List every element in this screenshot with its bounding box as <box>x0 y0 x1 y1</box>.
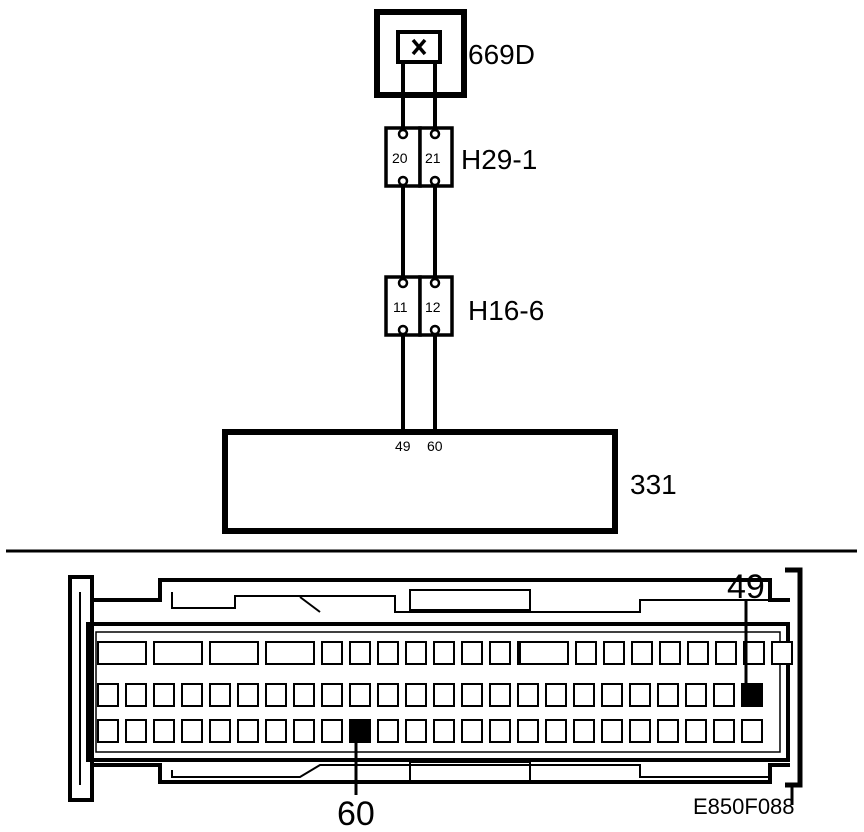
pin-cavity <box>97 719 119 743</box>
pin-cavity <box>741 719 763 743</box>
pin-cavity <box>209 683 231 707</box>
pin-cavity <box>237 683 259 707</box>
pin-cavity <box>461 641 483 665</box>
pin-cavity <box>685 719 707 743</box>
x-cross-icon <box>411 38 427 56</box>
component-669d-switch <box>396 30 442 64</box>
pin-cavity-49-highlight <box>741 683 763 707</box>
pin-h16-12: 12 <box>425 299 441 315</box>
pin-cavity <box>461 719 483 743</box>
pin-cavity <box>125 683 147 707</box>
pin-cavity <box>293 719 315 743</box>
pin-cavity-wide <box>519 641 569 665</box>
pin-cavity <box>377 641 399 665</box>
pin-cavity <box>489 719 511 743</box>
component-331-box <box>222 429 618 534</box>
pin-h29-20: 20 <box>392 150 408 166</box>
label-669d: 669D <box>468 39 535 70</box>
pin-cavity <box>629 683 651 707</box>
pin-cavity <box>771 641 793 665</box>
pin-cavity <box>405 719 427 743</box>
pin-cavity <box>573 683 595 707</box>
pin-h29-21: 21 <box>425 150 441 166</box>
wires-669d-h29 <box>401 62 437 131</box>
pin-cavity <box>153 719 175 743</box>
pin-cavity <box>377 719 399 743</box>
wires-h16-331 <box>401 334 437 433</box>
pin-cavity <box>349 683 371 707</box>
callout-pin-60: 60 <box>337 795 375 832</box>
callout-pin-49: 49 <box>727 568 765 606</box>
pin-cavity <box>601 719 623 743</box>
pin-cavity <box>629 719 651 743</box>
pin-cavity <box>181 719 203 743</box>
label-331: 331 <box>630 469 677 500</box>
connector-h16-6 <box>384 275 454 337</box>
pin-cavity <box>545 683 567 707</box>
connector-331-view <box>68 567 803 805</box>
pin-cavity <box>713 683 735 707</box>
pin-cavity <box>545 719 567 743</box>
pin-cavity <box>657 719 679 743</box>
pin-331-49: 49 <box>395 438 411 454</box>
pin-cavity <box>321 683 343 707</box>
pin-cavity <box>125 719 147 743</box>
callout-leaders <box>354 600 748 795</box>
pin-cavity <box>377 683 399 707</box>
pin-cavity <box>265 719 287 743</box>
pin-cavity <box>573 719 595 743</box>
pin-cavity <box>659 641 681 665</box>
pin-cavity <box>601 683 623 707</box>
pin-cavity-60-highlight <box>349 719 371 743</box>
pin-cavity <box>685 683 707 707</box>
pin-cavity <box>715 641 737 665</box>
wires-h29-h16 <box>401 185 437 281</box>
pin-cavity <box>181 683 203 707</box>
pin-cavity-wide <box>265 641 315 665</box>
pin-cavity <box>209 719 231 743</box>
pin-cavity <box>293 683 315 707</box>
pin-cavity <box>237 719 259 743</box>
component-669d-box <box>374 9 467 98</box>
figure-reference: E850F088 <box>693 794 795 819</box>
pin-cavity <box>433 683 455 707</box>
pin-cavity <box>321 641 343 665</box>
pin-cavity <box>489 683 511 707</box>
pin-cavity <box>657 683 679 707</box>
pin-cavity <box>321 719 343 743</box>
pin-331-60: 60 <box>427 438 443 454</box>
pin-cavity <box>97 683 119 707</box>
pin-cavity <box>461 683 483 707</box>
pin-cavity <box>265 683 287 707</box>
pin-cavity <box>713 719 735 743</box>
pin-cavity-wide <box>97 641 147 665</box>
pin-cavity <box>405 641 427 665</box>
label-h16-6: H16-6 <box>468 295 544 326</box>
pin-cavity <box>153 683 175 707</box>
pin-cavity <box>575 641 597 665</box>
pin-cavity-wide <box>153 641 203 665</box>
pin-h16-11: 11 <box>393 299 408 315</box>
pin-cavity <box>517 683 539 707</box>
pin-cavity <box>405 683 427 707</box>
label-h29-1: H29-1 <box>461 144 537 175</box>
pin-cavity <box>433 641 455 665</box>
pin-cavity <box>517 719 539 743</box>
connector-pin-grid <box>97 641 793 743</box>
pin-cavity-wide <box>209 641 259 665</box>
pin-cavity <box>603 641 625 665</box>
pin-cavity <box>631 641 653 665</box>
pin-cavity <box>743 641 765 665</box>
pin-cavity <box>433 719 455 743</box>
pin-cavity <box>349 641 371 665</box>
pin-cavity <box>687 641 709 665</box>
pin-cavity <box>489 641 511 665</box>
